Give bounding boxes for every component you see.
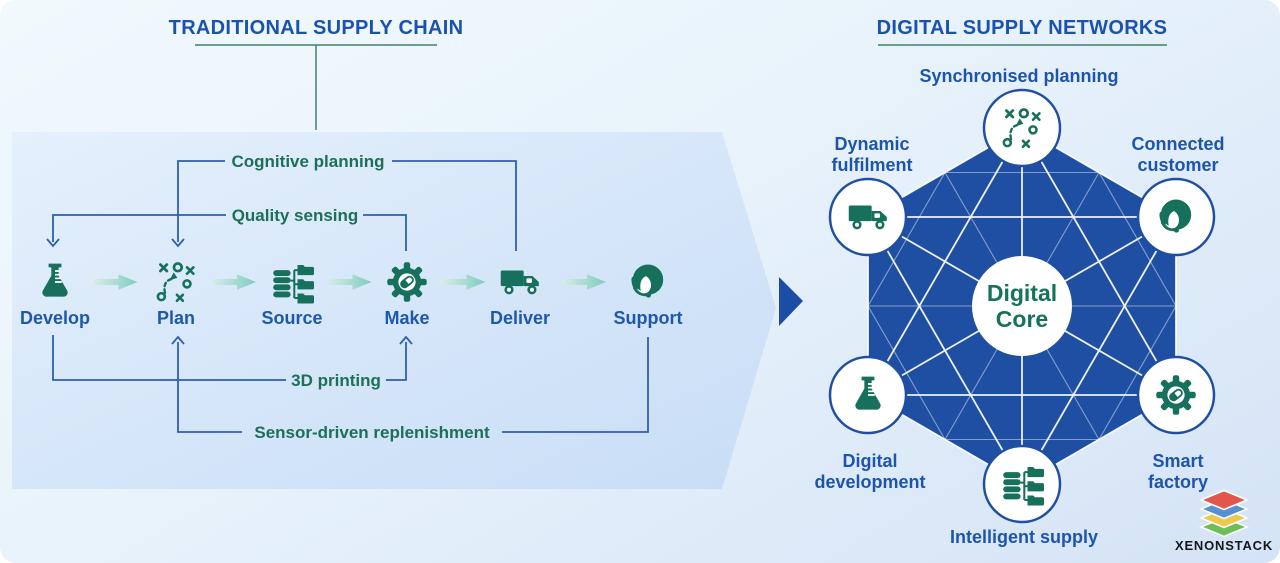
digital-core-circle xyxy=(972,256,1072,356)
digital-core-line1: Digital xyxy=(986,280,1058,306)
node-label-dynamic-fulfilment: Dynamic fulfilment xyxy=(831,134,913,175)
node-label-intelligent-supply: Intelligent supply xyxy=(949,527,1098,547)
flask-icon xyxy=(33,260,77,304)
digital-core-line2: Core xyxy=(995,306,1049,332)
annotation-cognitive-planning: Cognitive planning xyxy=(231,152,385,171)
traditional-panel-shape xyxy=(12,132,776,489)
truck-icon xyxy=(498,260,542,304)
node-label-connected-customer: Connected customer xyxy=(1131,134,1225,175)
traditional-title: TRADITIONAL SUPPLY CHAIN xyxy=(168,17,464,39)
annotation-sensor-replenishment: Sensor-driven replenishment xyxy=(254,423,490,442)
strategy-icon xyxy=(1000,106,1044,150)
node-label-smart-factory: Smart factory xyxy=(1147,451,1209,492)
title-underline xyxy=(195,44,1167,130)
step-label-develop: Develop xyxy=(19,308,91,328)
step-label-make: Make xyxy=(384,308,430,328)
strategy-icon xyxy=(154,260,198,304)
digital-title: DIGITAL SUPPLY NETWORKS xyxy=(876,17,1168,39)
transition-arrow xyxy=(779,277,803,326)
xenonstack-logo-icon xyxy=(1198,489,1250,538)
database-folders-icon xyxy=(1000,462,1044,506)
step-label-plan: Plan xyxy=(156,308,196,328)
xenonstack-logo-text: XENONSTACK xyxy=(1174,538,1274,553)
headset-agent-icon xyxy=(1154,195,1198,239)
step-label-deliver: Deliver xyxy=(489,308,551,328)
gear-capsule-icon xyxy=(1154,373,1198,417)
annotation-connector-lines xyxy=(46,160,649,433)
annotation-3d-printing: 3D printing xyxy=(291,371,381,390)
digital-core-label: Digital Core xyxy=(987,280,1057,332)
step-label-support: Support xyxy=(613,308,683,328)
step-label-source: Source xyxy=(261,308,323,328)
gear-capsule-icon xyxy=(385,260,429,304)
truck-icon xyxy=(846,195,890,239)
node-label-digital-development: Digital development xyxy=(814,451,926,492)
database-folders-icon xyxy=(270,260,314,304)
annotation-quality-sensing: Quality sensing xyxy=(231,206,359,225)
node-label-synchronised-planning: Synchronised planning xyxy=(919,66,1119,86)
headset-agent-icon xyxy=(626,260,670,304)
flask-icon xyxy=(846,373,890,417)
